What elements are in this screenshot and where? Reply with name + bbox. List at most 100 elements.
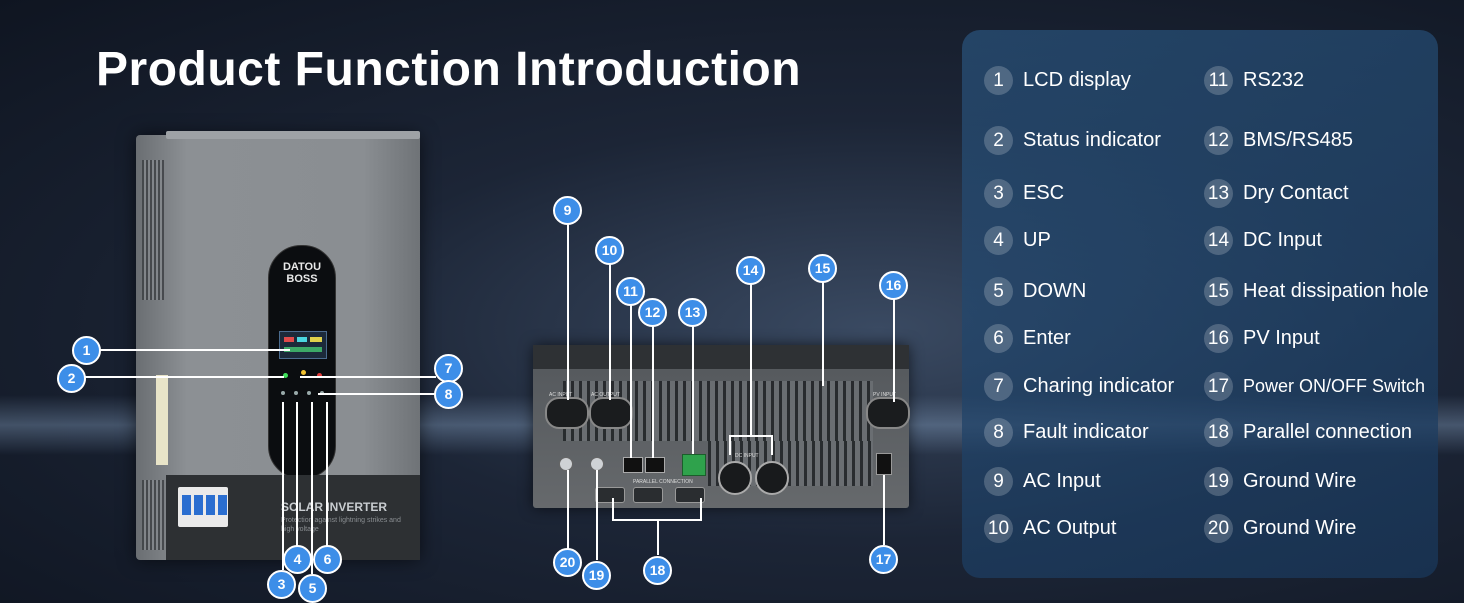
legend-number: 2 [984, 126, 1013, 155]
dc-input-terminal-negative[interactable] [755, 461, 789, 495]
callout-badge-18: 18 [643, 556, 672, 585]
side-vent [142, 160, 164, 300]
callout-line [612, 498, 614, 520]
legend-label: AC Input [1023, 470, 1101, 492]
legend-item: 18 Parallel connection [1204, 418, 1412, 447]
unit-top-edge [166, 131, 420, 139]
legend-label: Heat dissipation hole [1243, 280, 1429, 302]
legend-number: 3 [984, 179, 1013, 208]
legend-item: 7 Charing indicator [984, 372, 1174, 401]
lcd-display [279, 331, 327, 359]
ground-terminal-1[interactable] [559, 457, 573, 471]
callout-badge-1: 1 [72, 336, 101, 365]
callout-badge-11: 11 [616, 277, 645, 306]
legend-item: 13 Dry Contact [1204, 179, 1349, 208]
down-button[interactable] [307, 391, 311, 395]
legend-label: LCD display [1023, 69, 1131, 91]
legend-number: 4 [984, 226, 1013, 255]
legend-label: Charing indicator [1023, 375, 1175, 397]
legend-label: DOWN [1023, 280, 1087, 302]
legend-label: Parallel connection [1243, 421, 1412, 443]
legend-number: 12 [1204, 126, 1233, 155]
callout-badge-5: 5 [298, 574, 327, 603]
legend-number: 7 [984, 372, 1013, 401]
pv-input-socket[interactable] [866, 397, 910, 429]
legend-item: 3 ESC [984, 179, 1064, 208]
callout-line [771, 435, 773, 455]
callout-line [567, 470, 569, 550]
status-led [283, 373, 288, 378]
callout-line [630, 304, 632, 458]
legend-label: Status indicator [1023, 129, 1161, 151]
ac-output-socket[interactable] [589, 397, 633, 429]
parallel-port-3[interactable] [675, 487, 705, 503]
callout-badge-14: 14 [736, 256, 765, 285]
legend-number: 18 [1204, 418, 1233, 447]
legend-item: 12 BMS/RS485 [1204, 126, 1353, 155]
pv-input-label: PV INPUT [873, 392, 897, 398]
callout-line [822, 281, 824, 386]
dry-contact-terminal[interactable] [682, 454, 706, 476]
legend-number: 14 [1204, 226, 1233, 255]
legend-item: 6 Enter [984, 324, 1071, 353]
callout-line [282, 402, 284, 570]
legend-number: 9 [984, 467, 1013, 496]
legend-label: Fault indicator [1023, 421, 1149, 443]
legend-panel: 1 LCD display 2 Status indicator 3 ESC 4… [962, 30, 1438, 578]
ac-input-socket[interactable] [545, 397, 589, 429]
callout-line [296, 402, 298, 546]
callout-line [750, 283, 752, 435]
legend-number: 15 [1204, 277, 1233, 306]
parallel-port-1[interactable] [595, 487, 625, 503]
logo-line-1: DATOU [282, 261, 322, 273]
legend-item: 4 UP [984, 226, 1051, 255]
callout-badge-3: 3 [267, 570, 296, 599]
legend-item: 20 Ground Wire [1204, 514, 1356, 543]
legend-item: 10 AC Output [984, 514, 1116, 543]
legend-number: 20 [1204, 514, 1233, 543]
legend-number: 16 [1204, 324, 1233, 353]
legend-item: 9 AC Input [984, 467, 1101, 496]
legend-item: 15 Heat dissipation hole [1204, 277, 1429, 306]
callout-line [567, 222, 569, 400]
parallel-connection-label: PARALLEL CONNECTION [633, 479, 693, 485]
callout-line [729, 435, 773, 437]
dc-input-terminal-positive[interactable] [718, 461, 752, 495]
legend-number: 13 [1204, 179, 1233, 208]
callout-line [700, 498, 702, 520]
callout-line [883, 475, 885, 545]
circuit-breaker[interactable] [178, 487, 228, 527]
power-switch[interactable] [876, 453, 892, 475]
legend-label: Ground Wire [1243, 517, 1357, 539]
legend-item: 8 Fault indicator [984, 418, 1149, 447]
esc-button[interactable] [281, 391, 285, 395]
ground-terminal-2[interactable] [590, 457, 604, 471]
callout-badge-4: 4 [283, 545, 312, 574]
legend-number: 5 [984, 277, 1013, 306]
legend-label: Power ON/OFF Switch [1243, 376, 1426, 396]
legend-item: 14 DC Input [1204, 226, 1322, 255]
bms-rs485-port[interactable] [645, 457, 665, 473]
legend-item: 11 RS232 [1204, 66, 1304, 95]
parallel-port-2[interactable] [633, 487, 663, 503]
legend-number: 10 [984, 514, 1013, 543]
rear-top-edge [533, 345, 909, 369]
rs232-port[interactable] [623, 457, 643, 473]
callout-badge-8: 8 [434, 380, 463, 409]
legend-number: 8 [984, 418, 1013, 447]
legend-item: 19 Ground Wire [1204, 467, 1356, 496]
callout-line [326, 402, 328, 546]
callout-badge-19: 19 [582, 561, 611, 590]
legend-item: 2 Status indicator [984, 126, 1161, 155]
inverter-rear-view: AC INPUT AC OUTPUT PV INPUT DC INPUT PAR… [533, 345, 910, 508]
ac-output-label: AC OUTPUT [591, 392, 620, 398]
legend-item: 17 Power ON/OFF Switch [1204, 372, 1425, 401]
callout-line [893, 298, 895, 402]
control-panel: DATOU BOSS [268, 245, 336, 479]
legend-label: ESC [1023, 182, 1065, 204]
callout-badge-12: 12 [638, 298, 667, 327]
legend-item: 5 DOWN [984, 277, 1086, 306]
up-button[interactable] [294, 391, 298, 395]
inverter-front-view: DATOU BOSS SOLAR INVERTER Protection aga… [136, 131, 420, 560]
callout-line [609, 263, 611, 400]
